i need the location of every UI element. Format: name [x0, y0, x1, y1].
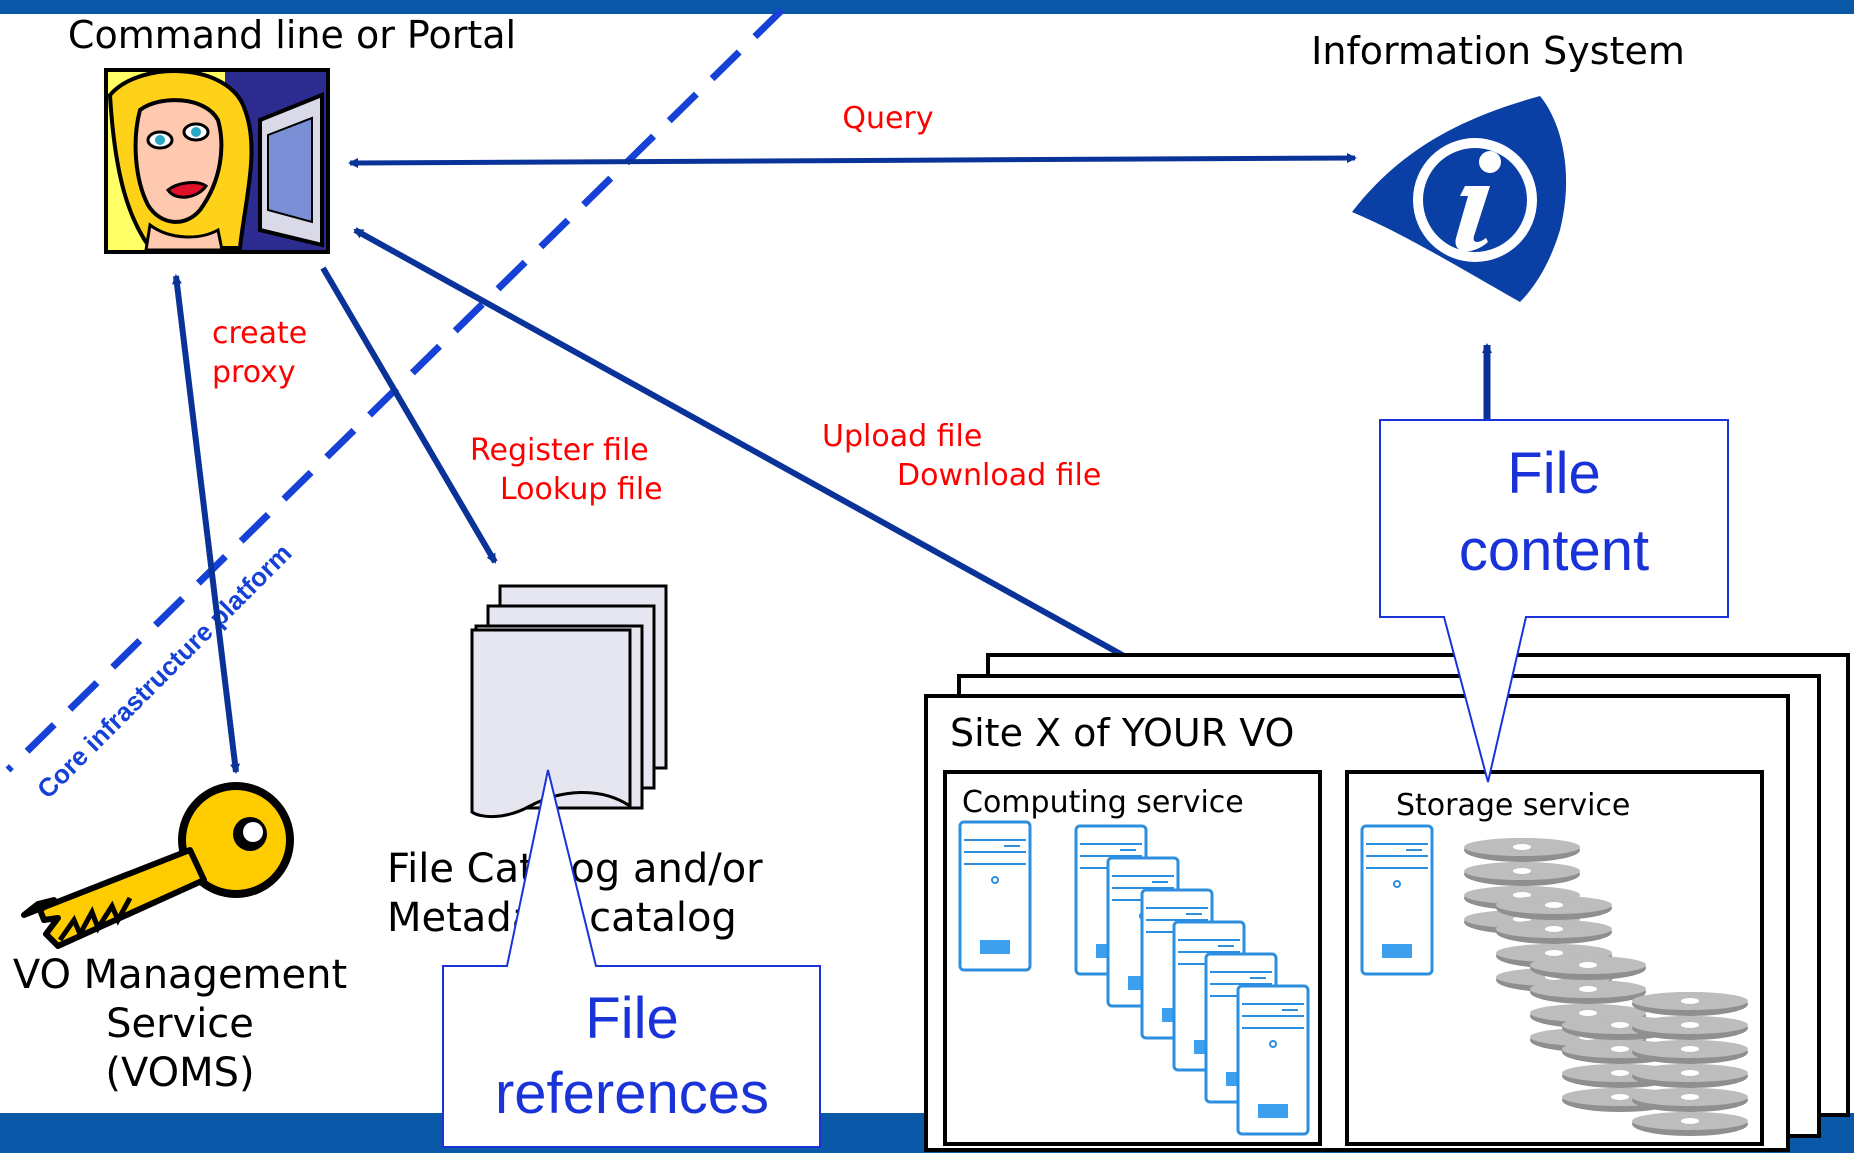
query-arrow	[348, 153, 1357, 168]
create-proxy-arrow	[171, 274, 241, 774]
create-proxy-label-line1: create	[212, 316, 307, 351]
site-title: Site X of YOUR VO	[950, 711, 1294, 755]
key-icon[interactable]	[21, 782, 294, 949]
upload-file-label: Upload file	[822, 419, 982, 454]
file-content-line2: content	[1459, 518, 1649, 583]
register-file-label: Register file	[470, 433, 649, 468]
server-tower-icon	[1360, 824, 1434, 976]
file-references-line2: references	[495, 1061, 769, 1126]
information-system-title: Information System	[1311, 29, 1685, 73]
voms-label-line3: (VOMS)	[105, 1050, 254, 1096]
top-band	[0, 0, 1854, 14]
woman-at-computer-icon[interactable]	[104, 68, 330, 254]
document-stack-icon[interactable]	[470, 584, 668, 818]
lookup-file-label: Lookup file	[500, 472, 663, 507]
query-label: Query	[842, 101, 933, 136]
register-lookup-arrow	[320, 266, 498, 564]
download-file-label: Download file	[897, 458, 1101, 493]
create-proxy-label-line2: proxy	[212, 355, 296, 390]
file-references-callout	[442, 769, 821, 1148]
voms-label-line2: Service	[106, 1001, 254, 1047]
voms-label-line1: VO Management	[13, 952, 347, 998]
computing-service-label: Computing service	[962, 785, 1244, 820]
info-eye-icon[interactable]	[1352, 96, 1567, 302]
file-content-line1: File	[1507, 441, 1600, 506]
file-content-callout	[1379, 419, 1729, 783]
platform-label: Core infrastructure platform	[31, 538, 297, 804]
file-references-line1: File	[585, 986, 678, 1051]
storage-service-label: Storage service	[1396, 788, 1630, 823]
portal-title: Command line or Portal	[68, 13, 516, 57]
